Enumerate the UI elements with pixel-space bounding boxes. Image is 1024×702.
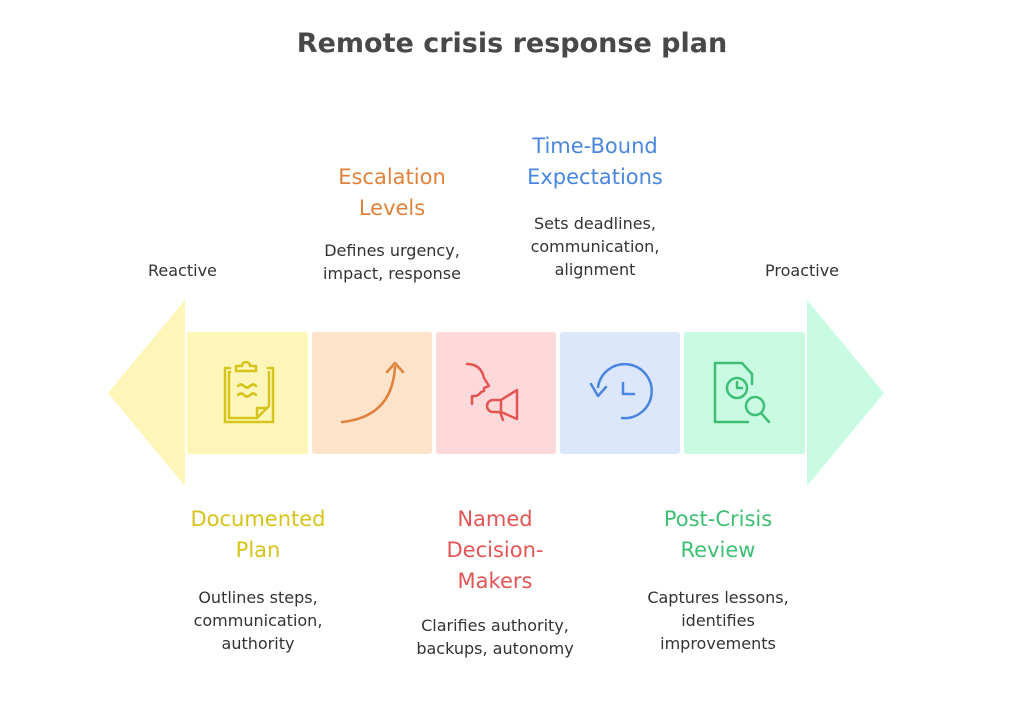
curved-arrow-up-icon — [340, 361, 405, 424]
step-desc-named-decision-makers: Clarifies authority, backups, autonomy — [416, 616, 574, 658]
diagram-title: Remote crisis response plan — [296, 28, 728, 59]
step-desc-post-crisis-review: Captures lessons, identifies improvement… — [647, 588, 789, 653]
box-time-bound-expectations — [560, 332, 680, 454]
speaker-megaphone-icon — [465, 362, 519, 422]
step-desc-time-bound-expectations: Sets deadlines, communication, alignment — [530, 214, 660, 279]
box-documented-plan — [187, 332, 308, 454]
left-arrow-head — [108, 300, 185, 486]
right-arrow-head — [807, 300, 884, 486]
clock-history-icon — [589, 362, 653, 420]
reactive-label: Reactive — [148, 261, 217, 280]
step-title-time-bound-expectations: Time-Bound Expectations — [527, 134, 663, 189]
step-desc-escalation-levels: Defines urgency, impact, response — [323, 241, 461, 283]
box-named-decision-makers — [436, 332, 556, 454]
proactive-label: Proactive — [765, 261, 840, 280]
step-title-post-crisis-review: Post-Crisis Review — [663, 507, 773, 562]
clipboard-icon — [223, 360, 275, 424]
step-desc-documented-plan: Outlines steps, communication, authority — [193, 588, 323, 653]
step-title-documented-plan: Documented Plan — [190, 507, 326, 562]
step-title-named-decision-makers: Named Decision- Makers — [446, 507, 544, 593]
step-title-escalation-levels: Escalation Levels — [338, 165, 446, 220]
document-clock-search-icon — [713, 361, 771, 424]
box-escalation-levels — [312, 332, 432, 454]
